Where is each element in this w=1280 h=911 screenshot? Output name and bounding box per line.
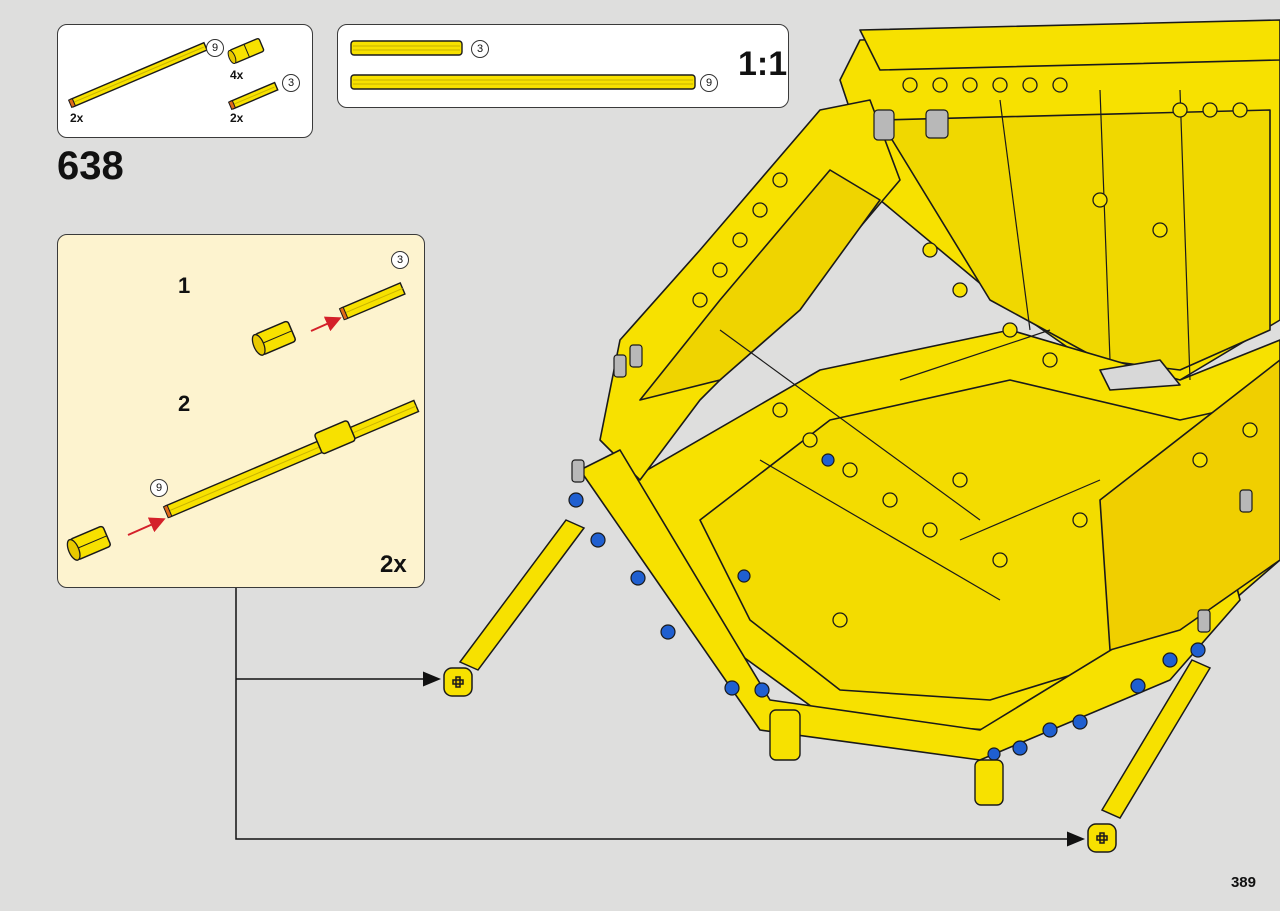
- sub-step-number: 1: [178, 273, 191, 298]
- quantity-label: 2x: [70, 111, 84, 125]
- axle-9-icon: [67, 41, 208, 109]
- axle-connector-icon: [227, 37, 265, 65]
- quantity-label: 4x: [230, 68, 244, 82]
- page-number: 389: [1230, 874, 1256, 891]
- length-badge-3: 3: [391, 251, 409, 269]
- length-badge-9: 9: [150, 479, 168, 497]
- scale-reference-panel: 3 9: [337, 24, 789, 108]
- axle-9-scale-icon: [350, 74, 696, 90]
- axle-3-scale-icon: [350, 40, 463, 56]
- scale-label: 1:1: [738, 45, 788, 83]
- length-badge-3: 3: [471, 40, 489, 58]
- multiplier-label: 2x: [380, 551, 407, 578]
- parts-list-panel: 9 3 2x 4x 2x: [57, 24, 313, 138]
- length-badge-9: 9: [700, 74, 718, 92]
- length-badge-9: 9: [206, 39, 224, 57]
- sub-assembly-panel: 1 2 3 9 2x: [57, 234, 425, 588]
- sub-step-number: 2: [178, 391, 191, 416]
- quantity-label: 2x: [230, 111, 244, 125]
- axle-3-icon: [227, 81, 279, 111]
- step1-assembly-icon: [66, 282, 420, 561]
- step-number: 638: [57, 144, 124, 188]
- length-badge-3: 3: [282, 74, 300, 92]
